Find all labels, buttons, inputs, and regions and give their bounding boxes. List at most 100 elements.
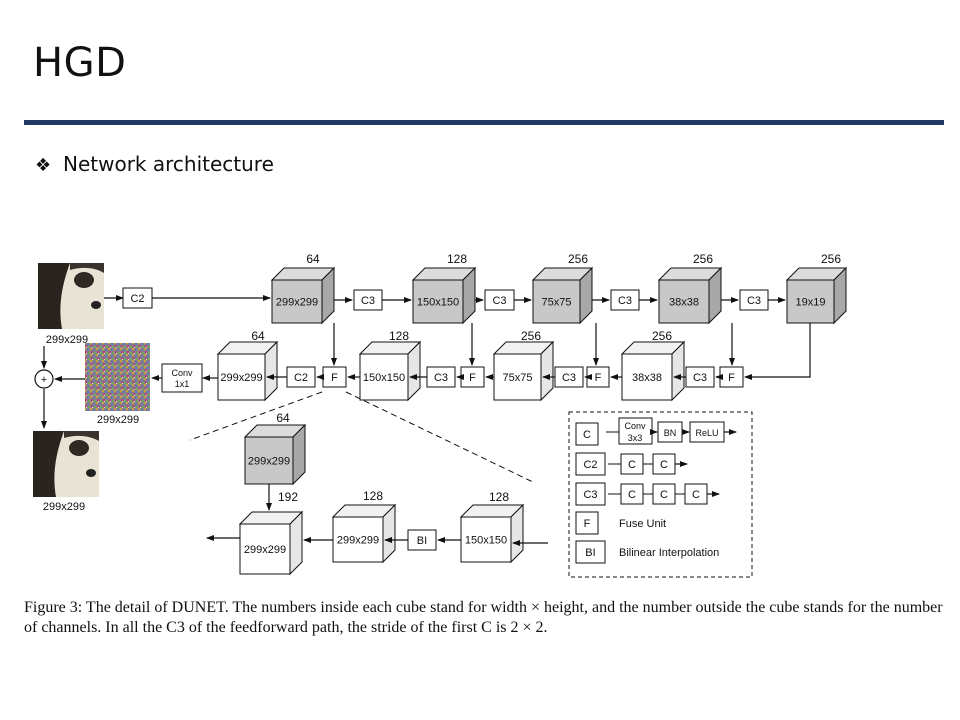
- svg-text:3x3: 3x3: [628, 433, 643, 443]
- svg-text:BN: BN: [664, 428, 677, 438]
- sum-node-label: +: [41, 374, 47, 386]
- legend-key-bi: BI: [575, 540, 606, 564]
- legend-relu: ReLU: [689, 421, 725, 443]
- svg-text:C2: C2: [130, 293, 144, 305]
- conv1x1-label-1: Conv: [171, 368, 193, 378]
- svg-text:F: F: [728, 372, 735, 384]
- fuse-in-cube-channels: 128: [489, 490, 509, 504]
- fuse-mid-cube: 299x299 128: [331, 489, 397, 564]
- backward-cube-1: 299x299 64: [216, 329, 279, 402]
- input-image-label: 299x299: [46, 334, 88, 346]
- output-image-label: 299x299: [43, 501, 85, 513]
- forward-cube-5-size: 19x19: [796, 297, 826, 309]
- svg-text:F: F: [584, 518, 591, 530]
- svg-text:C2: C2: [294, 372, 308, 384]
- legend-desc-bi: Bilinear Interpolation: [619, 547, 719, 559]
- noise-image-label: 299x299: [97, 414, 139, 426]
- backward-cube-3-channels: 256: [521, 329, 541, 343]
- fuse-mid-cube-channels: 128: [363, 489, 383, 503]
- input-panda-image: [38, 263, 104, 329]
- backward-op-c3-1: C3: [426, 366, 456, 388]
- svg-text:C3: C3: [361, 295, 375, 307]
- svg-text:BI: BI: [417, 535, 427, 547]
- bullet-text: Network architecture: [63, 152, 274, 176]
- zoom-line-right: [345, 391, 536, 484]
- title-divider: [24, 120, 944, 125]
- svg-text:C3: C3: [562, 372, 576, 384]
- forward-cube-4-channels: 256: [693, 252, 713, 266]
- backward-fuse-1: F: [322, 366, 347, 388]
- legend-key-c2: C2: [575, 452, 606, 476]
- forward-op-c3-4: C3: [610, 289, 640, 311]
- svg-text:C3: C3: [583, 489, 597, 501]
- svg-text:C: C: [583, 429, 591, 441]
- legend-c3-chain-c-1: C: [620, 483, 644, 505]
- backward-fuse-3: F: [586, 366, 610, 388]
- legend-c3-chain-c-2: C: [652, 483, 676, 505]
- sum-node: [34, 369, 54, 389]
- legend-c2-chain-c-2: C: [652, 453, 676, 475]
- svg-text:C: C: [660, 489, 668, 501]
- slide-title: HGD: [33, 40, 127, 86]
- forward-cube-2-size: 150x150: [417, 297, 459, 309]
- svg-text:C3: C3: [434, 372, 448, 384]
- fuse-bi-box: BI: [407, 529, 437, 551]
- backward-cube-1-channels: 64: [251, 329, 265, 343]
- forward-cube-3-channels: 256: [568, 252, 588, 266]
- figure-caption: Figure 3: The detail of DUNET. The numbe…: [24, 599, 943, 636]
- backward-cube-2-channels: 128: [389, 329, 409, 343]
- svg-text:C3: C3: [492, 295, 506, 307]
- noise-image: [85, 343, 150, 411]
- output-panda-image: [33, 431, 99, 497]
- svg-text:BI: BI: [585, 547, 595, 559]
- back-arrow-top: [744, 323, 811, 380]
- backward-op-c2: C2: [286, 366, 316, 388]
- bullet-item: ❖Network architecture: [35, 152, 274, 176]
- forward-cube-4-size: 38x38: [669, 297, 699, 309]
- svg-text:F: F: [469, 372, 476, 384]
- forward-cube-5-channels: 256: [821, 252, 841, 266]
- fuse-out-cube-channels: 192: [278, 490, 298, 504]
- fuse-out-cube-size: 299x299: [244, 544, 286, 556]
- forward-cube-1-size: 299x299: [276, 297, 318, 309]
- svg-text:C3: C3: [693, 372, 707, 384]
- svg-text:C2: C2: [583, 459, 597, 471]
- fuse-top-cube-size: 299x299: [248, 456, 290, 468]
- fuse-in-cube: 150x150 128: [459, 490, 525, 564]
- svg-text:F: F: [331, 372, 338, 384]
- forward-cube-3-size: 75x75: [542, 297, 572, 309]
- backward-op-c3-2: C3: [554, 366, 584, 388]
- legend-conv3x3: Conv 3x3: [618, 417, 653, 445]
- backward-cube-4-size: 38x38: [632, 372, 662, 384]
- svg-text:C: C: [692, 489, 700, 501]
- svg-text:C: C: [628, 459, 636, 471]
- forward-op-c2-1: C2: [122, 287, 153, 309]
- backward-cube-1-size: 299x299: [220, 372, 262, 384]
- forward-op-c3-2: C3: [353, 289, 383, 311]
- svg-text:ReLU: ReLU: [695, 428, 718, 438]
- fuse-mid-cube-size: 299x299: [337, 535, 379, 547]
- backward-cube-3: 75x75 256: [492, 329, 555, 402]
- backward-fuse-2: F: [460, 366, 485, 388]
- fuse-out-cube: 299x299 192: [238, 490, 304, 576]
- forward-cube-4: 38x38 256: [657, 252, 723, 325]
- legend-key-c: C: [575, 422, 599, 446]
- legend-key-c3: C3: [575, 482, 606, 506]
- backward-cube-4: 38x38 256: [620, 329, 686, 402]
- fuse-in-cube-size: 150x150: [465, 535, 507, 547]
- forward-cube-3: 75x75 256: [531, 252, 594, 325]
- legend-desc-f: Fuse Unit: [619, 518, 666, 530]
- legend-c3-chain-c-3: C: [684, 483, 708, 505]
- backward-cube-3-size: 75x75: [503, 372, 533, 384]
- backward-cube-4-channels: 256: [652, 329, 672, 343]
- svg-text:Conv: Conv: [624, 421, 646, 431]
- conv1x1-label-2: 1x1: [175, 379, 190, 389]
- backward-op-c3-3: C3: [685, 366, 715, 388]
- forward-op-c3-5: C3: [739, 289, 769, 311]
- svg-text:C: C: [628, 489, 636, 501]
- svg-text:C3: C3: [618, 295, 632, 307]
